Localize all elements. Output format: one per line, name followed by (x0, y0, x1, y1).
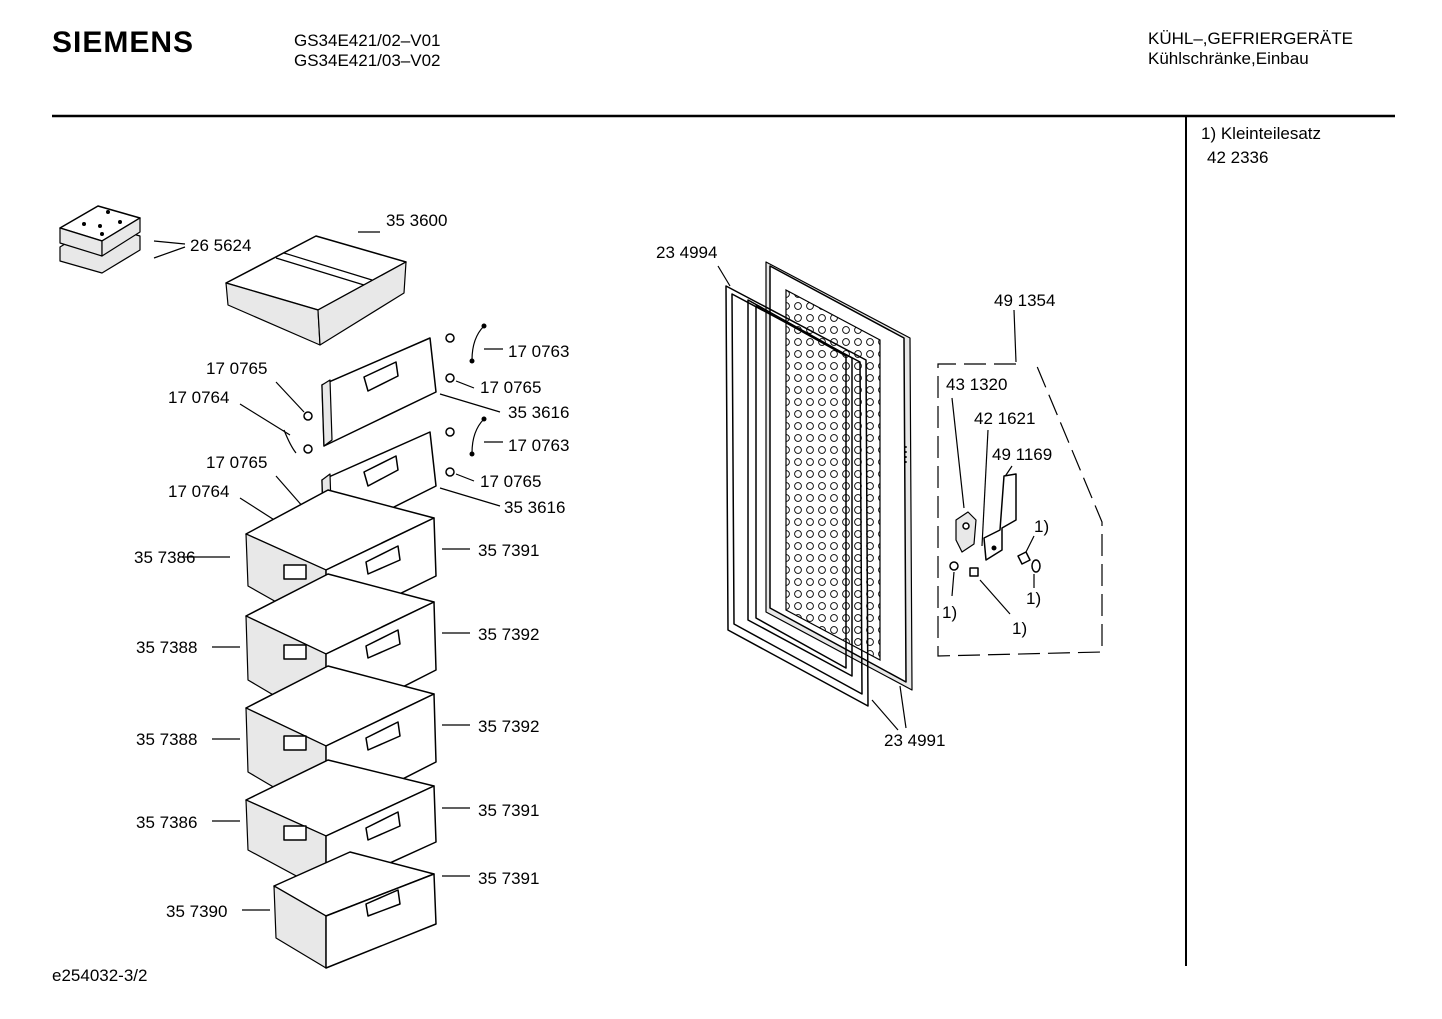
label-170763b: 17 0763 (508, 436, 569, 455)
label-170765b: 17 0765 (206, 359, 267, 378)
note-ref-1d: 1) (1012, 619, 1027, 638)
leader-234991a (871, 699, 899, 731)
flap-upper (321, 337, 437, 447)
label-357388b: 35 7388 (136, 730, 197, 749)
label-357388a: 35 7388 (136, 638, 197, 657)
document-id: e254032-3/2 (52, 966, 148, 985)
label-357391c: 35 7391 (478, 869, 539, 888)
leader-265624b (153, 246, 186, 259)
leader-353616a (439, 393, 501, 413)
note-ref-1a: 1) (1034, 517, 1049, 536)
leader-234991b (899, 685, 907, 729)
label-353616b: 35 3616 (504, 498, 565, 517)
leader-n1d (979, 579, 1011, 615)
label-357392b: 35 7392 (478, 717, 539, 736)
label-421621: 42 1621 (974, 409, 1035, 428)
label-357390: 35 7390 (166, 902, 227, 921)
label-234991: 23 4991 (884, 731, 945, 750)
label-234994: 23 4994 (656, 243, 717, 262)
label-357391b: 35 7391 (478, 801, 539, 820)
door-gasket (725, 285, 869, 707)
label-170764a: 17 0764 (168, 388, 229, 407)
note-ref-1c: 1) (942, 603, 957, 622)
hinge-kit-boundary (937, 363, 1103, 657)
leader-491354 (1013, 309, 1017, 363)
label-357392a: 35 7392 (478, 625, 539, 644)
label-170764b: 17 0764 (168, 482, 229, 501)
label-491169: 49 1169 (992, 445, 1052, 464)
small-parts-note: 1) Kleinteilesatz (1201, 124, 1322, 143)
subcategory-title: Kühlschränke,Einbau (1148, 49, 1309, 68)
door-panel (765, 261, 913, 691)
leader-170765b (275, 381, 305, 413)
leader-431320 (951, 397, 965, 509)
siemens-logo: SIEMENS (52, 26, 195, 59)
label-357386b: 35 7386 (136, 813, 197, 832)
label-353600: 35 3600 (386, 211, 447, 230)
label-170765d: 17 0765 (206, 453, 267, 472)
label-431320: 43 1320 (946, 375, 1007, 394)
label-357391a: 35 7391 (478, 541, 539, 560)
small-parts-number: 42 2336 (1207, 148, 1269, 167)
hinge-pins-upper (283, 323, 487, 454)
cold-pack-group (59, 205, 141, 274)
leader-170764a (239, 403, 291, 436)
model-number-2: GS34E421/03–V02 (294, 51, 441, 70)
leader-170765a (455, 380, 475, 389)
leader-353616b (439, 487, 501, 507)
category-title: KÜHL–,GEFRIERGERÄTE (1148, 29, 1353, 48)
hinge-parts (949, 473, 1041, 577)
label-265624: 26 5624 (190, 236, 251, 255)
leader-n1c (951, 571, 955, 597)
model-number-1: GS34E421/02–V01 (294, 31, 441, 50)
leader-170765d (275, 475, 305, 509)
leader-234994 (717, 265, 731, 287)
label-353616a: 35 3616 (508, 403, 569, 422)
leader-265624 (153, 240, 186, 245)
label-170765a: 17 0765 (480, 378, 541, 397)
drawer-5 (273, 851, 437, 969)
ice-tray (225, 235, 407, 346)
leader-421621 (981, 429, 989, 547)
leader-n1a (1025, 535, 1035, 553)
label-357386a: 35 7386 (134, 548, 195, 567)
label-491354: 49 1354 (994, 291, 1055, 310)
drawer-4 (245, 759, 437, 893)
label-170763a: 17 0763 (508, 342, 569, 361)
label-170765c: 17 0765 (480, 472, 541, 491)
leader-170765c (455, 473, 475, 482)
note-ref-1b: 1) (1026, 589, 1041, 608)
